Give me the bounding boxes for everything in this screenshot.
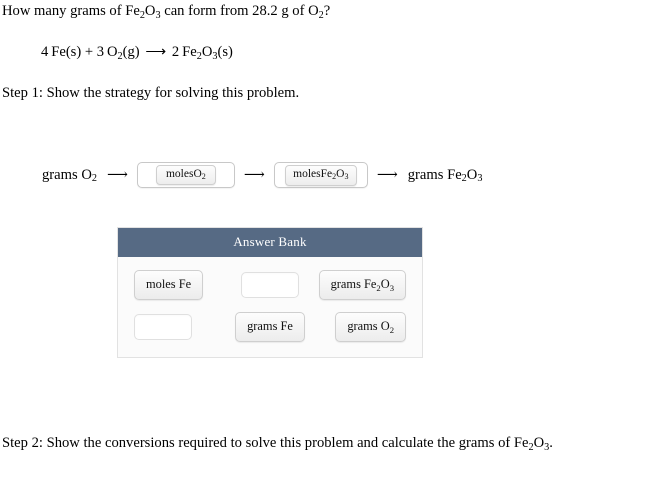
question-formula-o2: O2 bbox=[308, 3, 324, 21]
answer-bank-cell: grams Fe2O3 bbox=[315, 270, 407, 300]
answer-bank-cell: moles Fe bbox=[134, 270, 225, 300]
answer-bank-cell: grams Fe bbox=[225, 312, 316, 342]
step2-suffix: . bbox=[549, 435, 553, 451]
answer-bank-row: grams Fe grams O2 bbox=[134, 311, 407, 343]
chain-arrow-1-icon: ⟶ bbox=[106, 167, 128, 183]
step2-instruction: Step 2: Show the conversions required to… bbox=[2, 435, 553, 452]
question-prefix: How many grams of bbox=[2, 3, 126, 19]
question-middle: can form from 28.2 g of bbox=[160, 3, 309, 19]
equation-arrow-icon: ⟶ bbox=[145, 44, 167, 60]
answer-bank-title: Answer Bank bbox=[118, 228, 422, 257]
bank-tile-grams-fe[interactable]: grams Fe bbox=[235, 312, 305, 342]
answer-bank-cell bbox=[225, 272, 316, 298]
answer-bank-panel: Answer Bank moles Fe grams Fe2O3 grams F… bbox=[117, 227, 423, 358]
chain-arrow-3-icon: ⟶ bbox=[376, 167, 398, 183]
answer-bank-row: moles Fe grams Fe2O3 bbox=[134, 269, 407, 301]
chain-arrow-2-icon: ⟶ bbox=[243, 167, 265, 183]
answer-bank-body: moles Fe grams Fe2O3 grams Fe grams O2 bbox=[118, 257, 422, 357]
equation-reactant-o2: O2(g) bbox=[106, 44, 140, 62]
bank-tile-grams-o2[interactable]: grams O2 bbox=[335, 312, 407, 342]
bank-slot-empty-2[interactable] bbox=[134, 314, 192, 340]
equation-coeff-product: 2 bbox=[171, 44, 180, 60]
chemical-equation: 4 Fe(s) + 3 O2(g) ⟶ 2 Fe2O3(s) bbox=[41, 43, 233, 61]
question-suffix: ? bbox=[323, 3, 331, 19]
equation-coeff-fe: 4 bbox=[41, 44, 49, 60]
step2-prefix: Step 2: Show the conversions required to… bbox=[2, 435, 514, 451]
bank-tile-grams-fe2o3[interactable]: grams Fe2O3 bbox=[318, 270, 407, 300]
bank-tile-moles-fe[interactable]: moles Fe bbox=[134, 270, 204, 300]
question-formula-fe2o3: Fe2O3 bbox=[125, 3, 161, 21]
chain-start-label: grams O2 bbox=[42, 166, 97, 185]
answer-bank-cell bbox=[134, 314, 225, 340]
equation-product-fe2o3: Fe2O3(s) bbox=[182, 44, 233, 62]
equation-coeff-o2: 3 bbox=[96, 44, 105, 60]
step2-formula-fe2o3: Fe2O3 bbox=[513, 435, 550, 453]
equation-reactant-fe: Fe(s) bbox=[51, 44, 82, 60]
bank-slot-empty-1[interactable] bbox=[241, 272, 299, 298]
chain-end-label: grams Fe2O3 bbox=[407, 166, 483, 185]
question-text: How many grams of Fe2O3 can form from 28… bbox=[2, 3, 330, 20]
answer-bank-cell: grams O2 bbox=[315, 312, 407, 342]
equation-plus: + bbox=[84, 44, 94, 60]
step1-instruction: Step 1: Show the strategy for solving th… bbox=[2, 85, 300, 101]
